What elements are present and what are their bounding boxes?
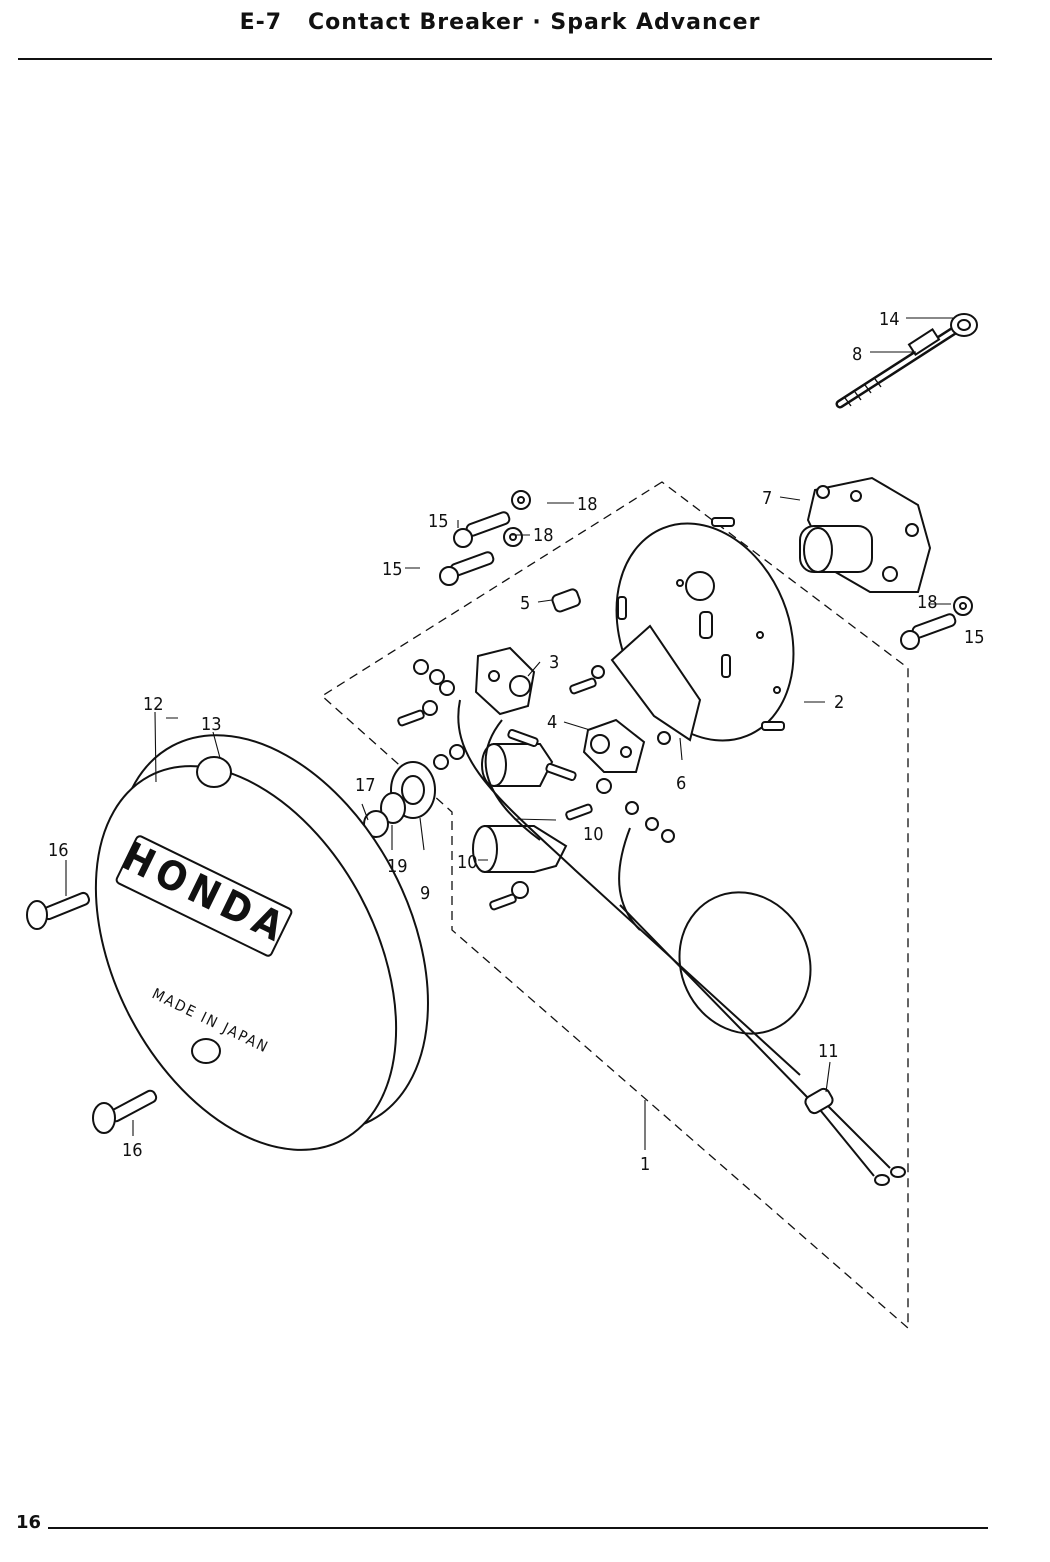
leader-lines — [65, 317, 954, 1150]
part-advancer-shaft — [835, 325, 960, 409]
part-contact-breaker-lower — [582, 718, 646, 773]
part-cord-grommet — [804, 1087, 834, 1115]
callout-11: 11 — [818, 1041, 839, 1062]
callout-2: 2 — [834, 692, 844, 713]
callout-15-lower: 15 — [382, 559, 403, 580]
part-washer-19 — [380, 792, 406, 824]
section-title: Contact Breaker · Spark Advancer — [308, 10, 761, 35]
callout-1: 1 — [640, 1154, 650, 1175]
callout-14: 14 — [879, 309, 900, 330]
part-cord-assembly — [457, 699, 906, 1186]
callout-3: 3 — [549, 652, 559, 673]
part-breaker-base-plate — [610, 517, 795, 742]
part-condenser-upper — [481, 743, 554, 787]
section-number: E-7 — [239, 10, 283, 35]
callout-18-right: 18 — [917, 592, 938, 613]
assembly-outline — [320, 481, 909, 1330]
part-screw-upper — [453, 511, 511, 548]
callout-18-middle: 18 — [533, 525, 554, 546]
part-washers — [413, 490, 973, 899]
callout-16-lower: 16 — [122, 1140, 143, 1161]
callout-6: 6 — [676, 773, 686, 794]
page-title: E-7 Contact Breaker · Spark Advancer — [0, 10, 1000, 35]
footer-rule — [48, 1527, 988, 1529]
callout-5: 5 — [520, 593, 530, 614]
callout-18-upper: 18 — [577, 494, 598, 515]
part-screw-lower — [439, 551, 495, 586]
callout-9: 9 — [420, 883, 430, 904]
callout-8: 8 — [852, 344, 862, 365]
callout-15-upper: 15 — [428, 511, 449, 532]
callout-4: 4 — [547, 712, 557, 733]
part-contact-breaker-upper — [474, 646, 536, 716]
part-spark-advancer — [799, 476, 932, 593]
callout-15-right: 15 — [964, 627, 985, 648]
callout-19: 19 — [387, 856, 408, 877]
callout-10-upper: 10 — [583, 824, 604, 845]
part-cover-screw-upper — [26, 891, 90, 930]
callout-16-upper: 16 — [48, 840, 69, 861]
part-small-screws — [397, 677, 597, 911]
page-number: 16 — [16, 1512, 42, 1533]
callout-10-lower: 10 — [457, 852, 478, 873]
header-rule — [18, 58, 992, 60]
part-shaft-ring — [950, 313, 978, 337]
callout-7: 7 — [762, 488, 772, 509]
part-screw-right — [900, 613, 957, 650]
callout-12: 12 — [143, 694, 164, 715]
callout-13: 13 — [201, 714, 222, 735]
part-felt — [551, 588, 581, 613]
part-cover-screw-lower — [92, 1089, 158, 1134]
callout-17: 17 — [355, 775, 376, 796]
part-point-cover — [94, 734, 429, 1151]
